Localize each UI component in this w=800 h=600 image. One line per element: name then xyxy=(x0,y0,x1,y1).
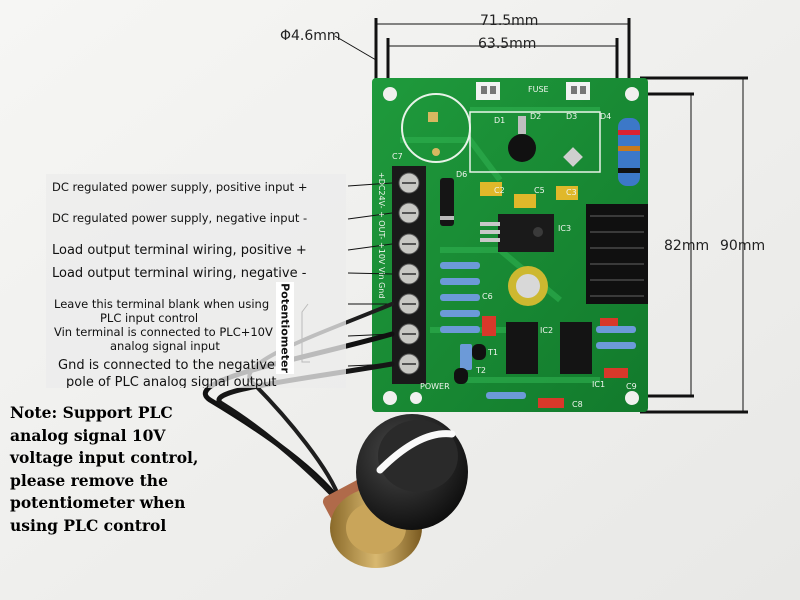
inner-width-label: 63.5mm xyxy=(478,36,537,52)
silk-c7: C7 xyxy=(392,152,403,161)
silk-c9: C9 xyxy=(626,382,637,391)
silk-ic3: IC3 xyxy=(558,224,572,233)
potentiometer-label-text: Potentiometer xyxy=(278,283,292,373)
silk-d1: D1 xyxy=(494,116,506,125)
outer-width-label: 71.5mm xyxy=(480,13,539,29)
silk-c3: C3 xyxy=(566,188,577,197)
note-line: voltage input control, xyxy=(10,448,199,467)
silk-c8: C8 xyxy=(572,400,583,409)
label-gnd-2: pole of PLC analog signal output xyxy=(66,375,277,388)
note-line: potentiometer when xyxy=(10,493,186,512)
silk-c6: C6 xyxy=(482,292,493,301)
note-line: using PLC control xyxy=(10,515,167,535)
potentiometer xyxy=(322,414,468,568)
label-power-negative: DC regulated power supply, negative inpu… xyxy=(52,211,308,225)
label-blank-terminal-1: Leave this terminal blank when using xyxy=(54,297,270,311)
label-load-positive: Load output terminal wiring, positive + xyxy=(52,243,307,258)
silk-terminal-labels: +DC24V- + OUT- +10V Vin Gnd xyxy=(377,172,386,299)
note-block: Note: Support PLC analog signal 10V volt… xyxy=(10,402,240,537)
note-line: analog signal 10V xyxy=(10,425,166,445)
silk-d4: D4 xyxy=(600,112,612,121)
pcb-board xyxy=(372,78,648,412)
silk-d3: D3 xyxy=(566,112,578,121)
potentiometer-label: Potentiometer xyxy=(276,282,294,374)
silk-t2: T2 xyxy=(476,366,486,375)
silk-d2: D2 xyxy=(530,112,542,121)
silk-power: POWER xyxy=(420,382,450,391)
note-line: Note: Support PLC xyxy=(10,403,173,422)
label-blank-terminal-2: PLC input control xyxy=(100,311,199,325)
label-vin-1: Vin terminal is connected to PLC+10V xyxy=(54,325,273,339)
silk-ic2: IC2 xyxy=(540,326,554,335)
label-vin-2: analog signal input xyxy=(110,339,220,353)
label-load-negative: Load output terminal wiring, negative - xyxy=(52,266,307,281)
hole-diameter-label: Φ4.6mm xyxy=(280,28,341,44)
label-power-positive: DC regulated power supply, positive inpu… xyxy=(52,180,308,194)
dimension-lines xyxy=(334,18,748,414)
silk-d6: D6 xyxy=(456,170,468,179)
note-line: please remove the xyxy=(10,470,168,490)
silk-fuse: FUSE xyxy=(528,85,549,94)
silk-c2: C2 xyxy=(494,186,505,195)
annotation-panel xyxy=(46,174,346,388)
inner-height-label: 82mm xyxy=(664,238,710,254)
silk-c5: C5 xyxy=(534,186,545,195)
outer-height-label: 90mm xyxy=(720,238,766,254)
silk-ic1: IC1 xyxy=(592,380,606,389)
label-gnd-1: Gnd is connected to the negative xyxy=(58,358,275,373)
silk-t1: T1 xyxy=(488,348,498,357)
